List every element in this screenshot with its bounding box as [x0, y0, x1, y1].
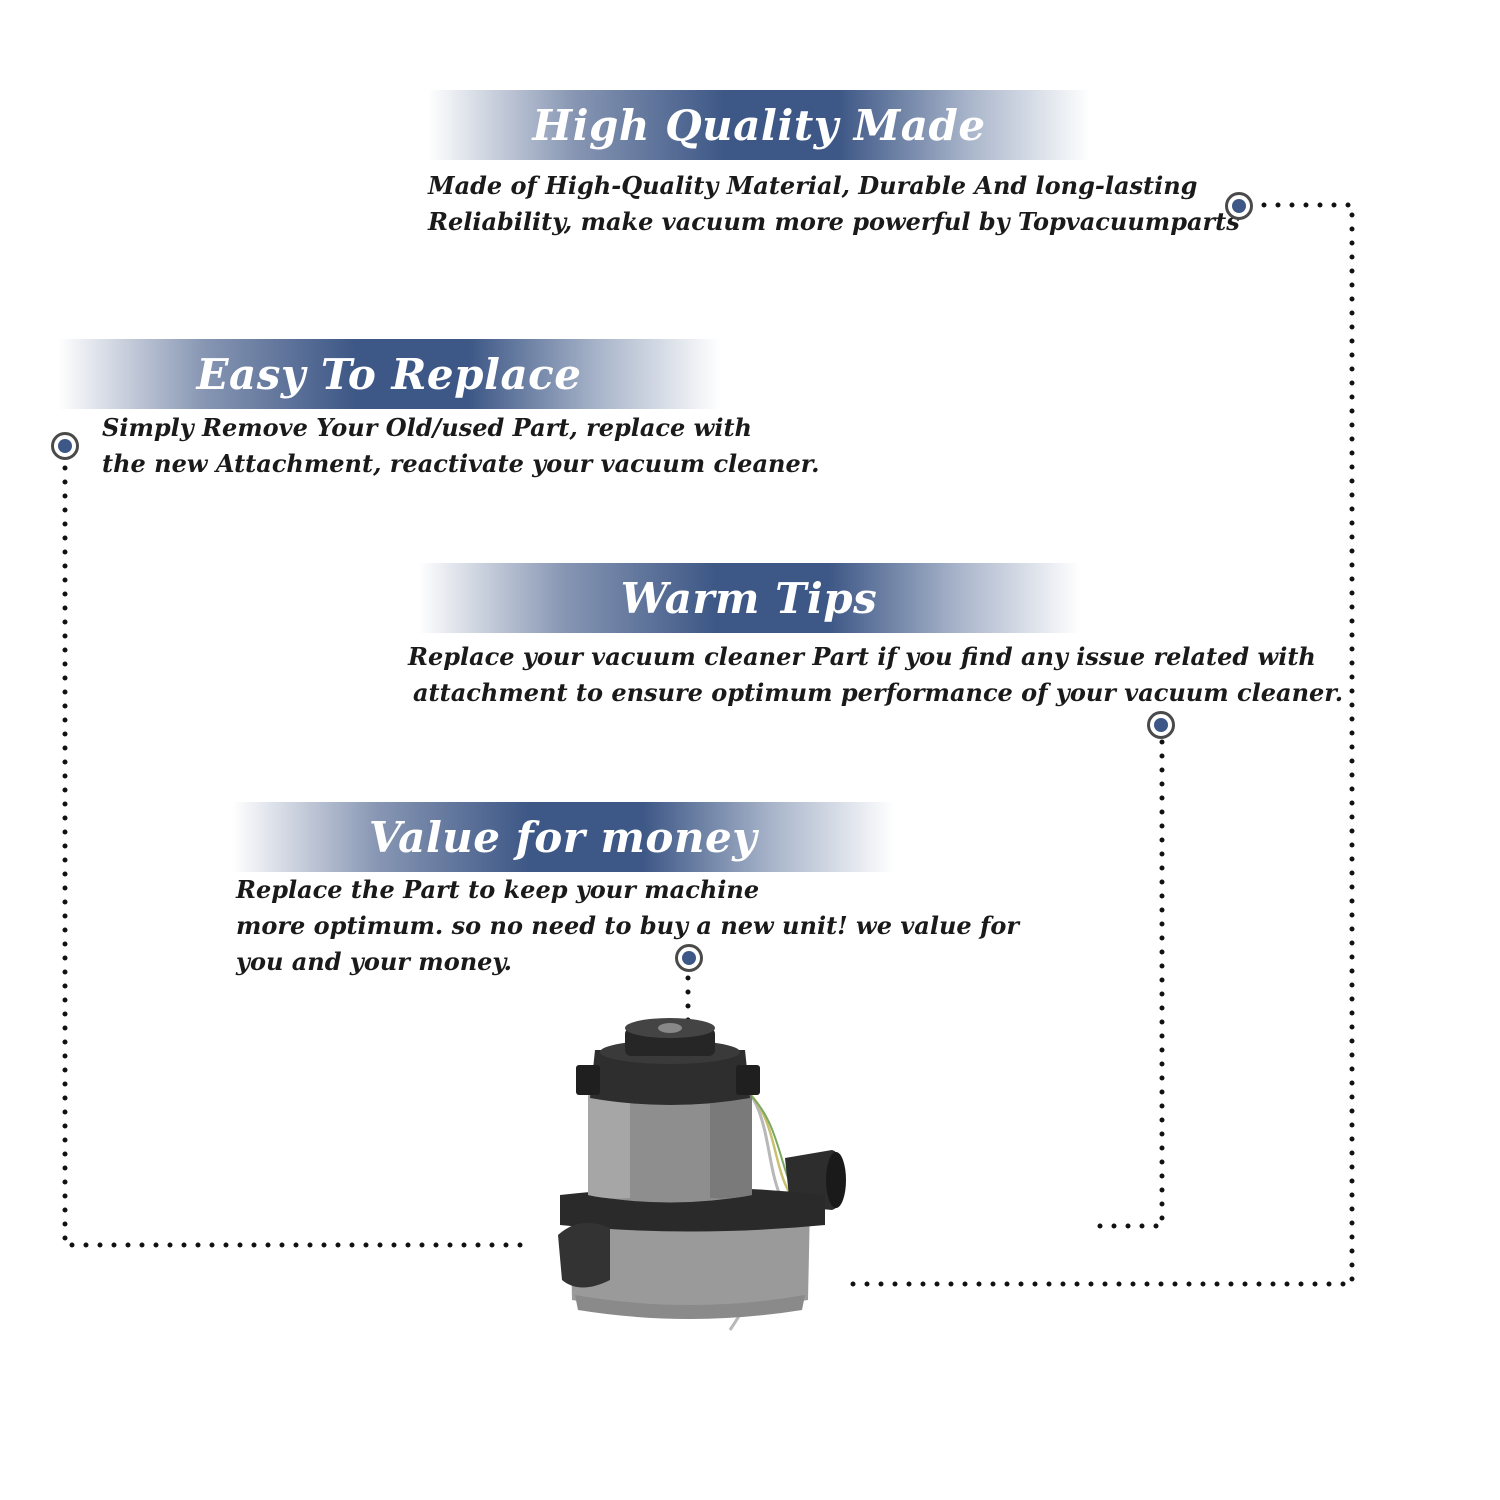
banner-easy-replace: Easy To Replace	[58, 339, 720, 409]
description-high-quality: Made of High-Quality Material, Durable A…	[428, 168, 1240, 240]
description-line: Made of High-Quality Material, Durable A…	[428, 171, 1198, 200]
bullet-marker-icon	[675, 944, 703, 972]
description-value: Replace the Part to keep your machine mo…	[236, 872, 1019, 980]
description-line: Replace your vacuum cleaner Part if you …	[408, 642, 1316, 671]
description-line: Simply Remove Your Old/used Part, replac…	[102, 413, 752, 442]
connector-high-quality	[839, 202, 1355, 1287]
description-line: Replace the Part to keep your machine	[236, 875, 760, 904]
bullet-marker-icon	[1147, 711, 1175, 739]
banner-value: Value for money	[232, 802, 894, 872]
description-line: Reliability, make vacuum more powerful b…	[428, 207, 1240, 236]
bullet-marker-icon	[1225, 192, 1253, 220]
banner-high-quality: High Quality Made	[428, 90, 1090, 160]
section-title: Warm Tips	[620, 573, 878, 623]
description-line: more optimum. so no need to buy a new un…	[236, 911, 1019, 940]
section-title: Value for money	[368, 812, 758, 862]
connector-warm-tips	[1085, 739, 1165, 1229]
section-title: High Quality Made	[532, 100, 986, 150]
banner-warm-tips: Warm Tips	[418, 563, 1080, 633]
bullet-marker-icon	[51, 432, 79, 460]
section-title: Easy To Replace	[196, 349, 582, 399]
description-warm-tips: Replace your vacuum cleaner Part if you …	[408, 639, 1343, 711]
description-line: the new Attachment, reactivate your vacu…	[102, 449, 820, 478]
vacuum-motor-icon	[558, 1018, 846, 1331]
description-easy-replace: Simply Remove Your Old/used Part, replac…	[102, 410, 820, 482]
description-line: attachment to ensure optimum performance…	[413, 678, 1344, 707]
description-line: you and your money.	[236, 947, 512, 976]
